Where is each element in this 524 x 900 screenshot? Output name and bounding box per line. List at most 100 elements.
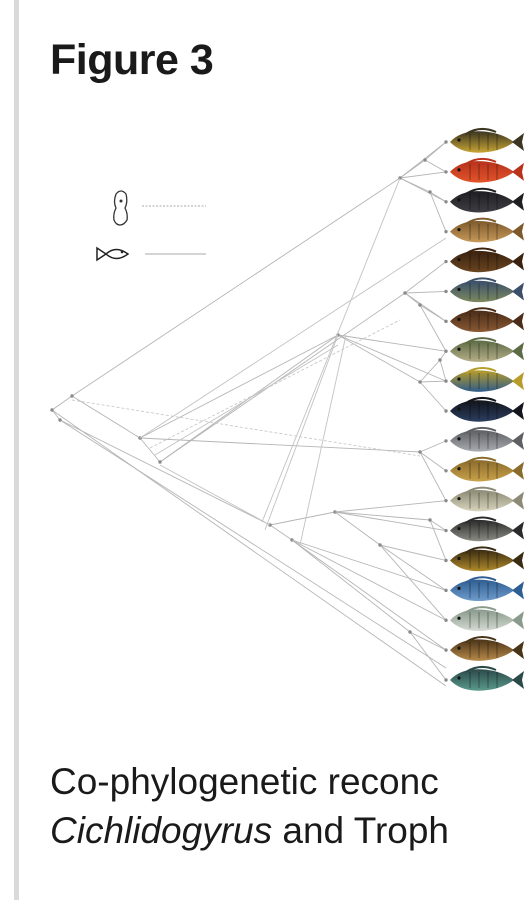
tree-branch	[399, 177, 431, 193]
tree-branch	[334, 500, 447, 513]
tree-branch	[419, 304, 447, 352]
tree-branch	[424, 159, 447, 173]
tree-node	[428, 518, 432, 522]
caption-line-1: Co-phylogenetic reconc	[50, 761, 439, 802]
tree-branch	[379, 544, 447, 561]
tree-node	[444, 409, 448, 413]
parasite-icon	[113, 190, 128, 226]
tree-branch	[269, 524, 293, 541]
tree-branch	[419, 451, 447, 501]
cophylogeny-tree	[50, 128, 524, 691]
tree-branch	[439, 350, 447, 361]
tree-node	[58, 418, 62, 422]
tree-branch	[429, 519, 447, 561]
fish-thumbnail	[450, 426, 524, 452]
tree-branch	[334, 511, 381, 546]
tree-branch	[269, 511, 336, 526]
tree-node	[444, 498, 448, 503]
tree-node	[70, 394, 74, 398]
tree-branch	[159, 464, 271, 526]
tree-branch	[291, 539, 411, 633]
fish-thumbnail	[450, 546, 524, 572]
tree-branch	[51, 395, 73, 411]
tree-branch	[429, 191, 447, 232]
tree-branch	[71, 399, 421, 457]
tree-branch	[51, 409, 447, 687]
tree-branch	[379, 544, 447, 591]
tree-branch	[299, 334, 347, 546]
tree-branch	[159, 292, 406, 463]
tree-branch	[264, 334, 339, 531]
fish-thumbnail	[450, 576, 524, 602]
tree-node	[418, 450, 422, 454]
tree-node	[50, 408, 54, 412]
tree-branch	[154, 344, 339, 456]
tree-node	[444, 678, 448, 682]
tree-branch	[51, 409, 61, 421]
fish-thumbnail	[450, 247, 524, 273]
fish-thumbnail	[450, 367, 524, 392]
tree-node	[418, 380, 422, 384]
tree-branch	[404, 290, 447, 294]
fish-thumbnail	[450, 456, 524, 482]
tree-branch	[439, 359, 447, 382]
fish-thumbnail	[450, 307, 524, 333]
tree-node	[444, 229, 448, 234]
figure-image[interactable]	[40, 110, 524, 710]
tree-node	[378, 543, 382, 547]
tree-branch	[429, 519, 447, 531]
tree-branch	[379, 544, 447, 621]
tree-branch	[334, 511, 431, 521]
tree-branch	[404, 292, 421, 306]
tree-branch	[337, 334, 421, 383]
caption-line-2: Cichlidogyrus and Troph	[50, 807, 524, 855]
tree-node	[444, 200, 448, 204]
caption-genus-name: Cichlidogyrus	[50, 810, 273, 851]
fish-thumbnail	[450, 486, 524, 512]
tree-node	[444, 349, 448, 353]
tree-branch	[419, 381, 447, 412]
tree-branch	[404, 261, 447, 294]
tree-branch	[409, 631, 447, 681]
tree-branch	[424, 141, 447, 161]
fish-thumbnail	[450, 157, 524, 183]
fish-thumbnail	[450, 187, 524, 213]
tree-node	[444, 588, 448, 593]
tree-branch	[409, 631, 447, 651]
tree-branch	[71, 177, 401, 397]
tree-branch	[334, 511, 447, 531]
tree-node	[403, 291, 407, 295]
tree-node	[444, 528, 448, 533]
fish-thumbnail	[450, 277, 524, 303]
tree-node	[444, 558, 448, 563]
figure-title: Figure 3	[50, 36, 214, 84]
tree-branch	[139, 437, 161, 463]
tree-node	[438, 358, 442, 362]
tree-node	[444, 379, 448, 383]
tree-node	[444, 319, 448, 324]
tree-node	[444, 469, 448, 473]
fish-thumbnail	[450, 337, 524, 362]
tree-branch	[419, 440, 447, 453]
tree-node	[428, 190, 432, 194]
fish-thumbnail	[450, 666, 524, 691]
fish-thumbnail	[450, 636, 524, 661]
tree-node	[444, 439, 448, 443]
tree-node	[444, 648, 448, 652]
tree-branch	[139, 437, 421, 453]
tree-branch	[419, 380, 447, 383]
tree-node	[423, 158, 427, 162]
fish-thumbnail	[450, 397, 524, 422]
tree-branch	[419, 359, 441, 383]
tree-branch	[59, 419, 271, 526]
left-border	[14, 0, 19, 900]
tree-branch	[337, 334, 447, 382]
tree-node	[444, 289, 448, 294]
tree-branch	[399, 171, 447, 179]
fish-thumbnail	[450, 128, 524, 153]
tree-branch	[291, 539, 447, 651]
host-fish-icon	[96, 246, 130, 262]
tree-node	[444, 170, 448, 174]
tree-node	[444, 140, 448, 144]
fish-thumbnail	[450, 606, 524, 631]
